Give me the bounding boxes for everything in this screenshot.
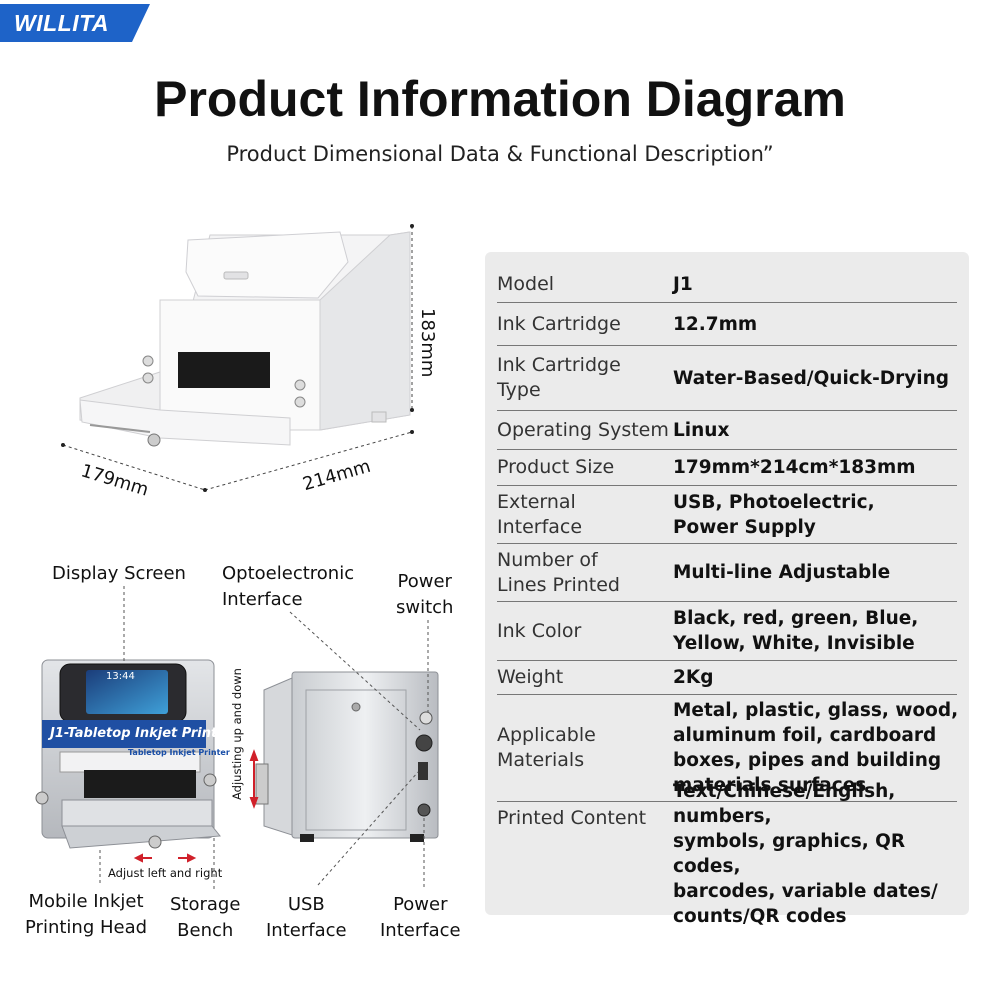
page-subtitle: Product Dimensional Data & Functional De…: [226, 142, 774, 166]
callout-adjust-up-down: Adjusting up and down: [230, 668, 244, 800]
spec-label: Ink Color: [497, 619, 582, 642]
spec-value: Water-Based/Quick-Drying: [673, 367, 950, 389]
dimension-lines: [62, 226, 413, 491]
spec-row-cartridge-type: Ink Cartridge Type Water-Based/Quick-Dry…: [497, 346, 957, 411]
spec-value: Linux: [673, 419, 730, 441]
spec-value: 2Kg: [673, 667, 714, 688]
dim-height: 183mm: [417, 308, 438, 378]
screen-time: 13:44: [106, 671, 135, 682]
spec-value: USB, Photoelectric, Power Supply: [673, 491, 875, 538]
brand-logo: WILLITA: [0, 4, 150, 42]
spec-label: Printed Content: [497, 807, 647, 829]
printer-front-view: [35, 659, 221, 849]
spec-row-os: Operating System Linux: [497, 411, 957, 450]
spec-label: Operating System: [497, 418, 669, 441]
printer-side-view: [255, 671, 439, 842]
callout-power-switch: Power switch: [396, 571, 454, 618]
spec-value: Text/Chinese/English, numbers, symbols, …: [673, 781, 938, 927]
spec-label: Product Size: [497, 456, 615, 478]
spec-row-materials: Applicable Materials Metal, plastic, gla…: [497, 695, 958, 802]
device-label: J1-Tabletop Inkjet Printer: [50, 726, 233, 741]
spec-label: Ink Cartridge Type: [497, 354, 621, 401]
spec-row-size: Product Size 179mm*214cm*183mm: [497, 450, 957, 486]
spec-row-model: Model J1: [497, 266, 957, 303]
spec-row-ink-cartridge: Ink Cartridge 12.7mm: [497, 303, 957, 346]
callout-optoelectronic-interface: Optoelectronic Interface: [222, 563, 355, 610]
spec-value: Metal, plastic, glass, wood, aluminum fo…: [673, 700, 959, 796]
spec-label: Number of Lines Printed: [497, 548, 620, 596]
spec-value: Black, red, green, Blue, Yellow, White, …: [673, 608, 919, 654]
spec-label: Weight: [497, 666, 564, 688]
device-sublabel: Tabletop Inkjet Printer: [128, 748, 230, 757]
spec-value: J1: [673, 273, 693, 295]
spec-label: Model: [497, 272, 555, 295]
brand-name: WILLITA: [14, 10, 110, 36]
callout-adjust-left-right: Adjust left and right: [108, 866, 223, 880]
callout-storage-bench: Storage Bench: [170, 894, 241, 941]
callout-usb-interface: USB Interface: [266, 894, 347, 941]
callout-power-interface: Power Interface: [380, 894, 461, 941]
spec-row-lines: Number of Lines Printed Multi-line Adjus…: [497, 544, 957, 602]
spec-label: External Interface: [497, 490, 583, 538]
callout-mobile-head: Mobile Inkjet Printing Head: [25, 891, 148, 938]
spec-value: Multi-line Adjustable: [673, 562, 891, 583]
printer-top-view: [79, 231, 411, 447]
callout-display-screen: Display Screen: [52, 563, 186, 584]
spec-row-interface: External Interface USB, Photoelectric, P…: [497, 486, 957, 544]
spec-row-ink-color: Ink Color Black, red, green, Blue, Yello…: [497, 602, 957, 661]
spec-label: Ink Cartridge: [497, 312, 621, 335]
spec-row-printed-content: Printed Content Text/Chinese/English, nu…: [497, 781, 957, 927]
spec-table: Model J1 Ink Cartridge 12.7mm Ink Cartri…: [485, 252, 969, 927]
callout-lines: [99, 586, 429, 890]
spec-value: 179mm*214cm*183mm: [673, 457, 916, 478]
spec-row-weight: Weight 2Kg: [497, 661, 957, 695]
spec-label: Applicable Materials: [497, 724, 596, 771]
page-title: Product Information Diagram: [154, 71, 846, 127]
spec-value: 12.7mm: [673, 313, 758, 335]
